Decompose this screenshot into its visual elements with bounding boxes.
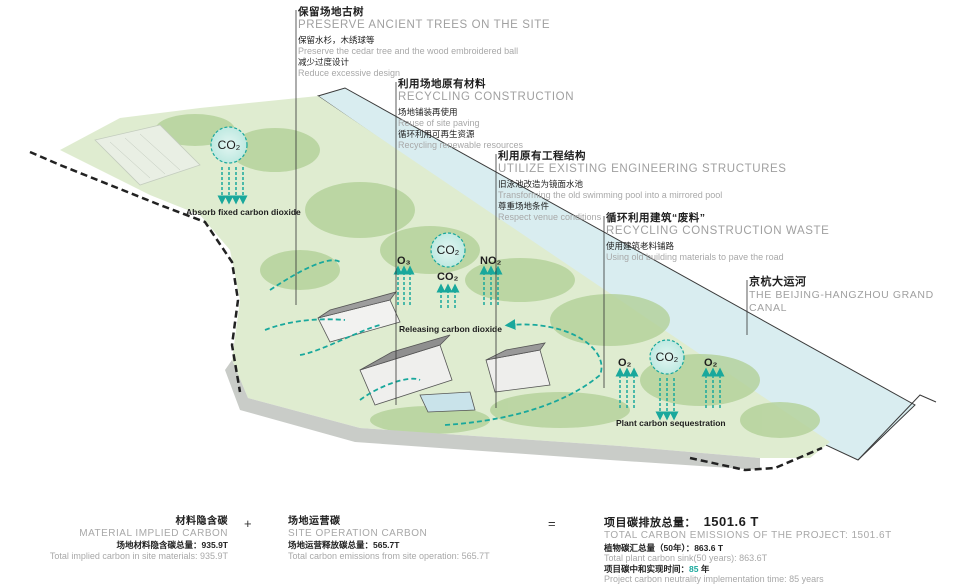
annotation-recycling-construction: 利用场地原有材料 RECYCLING CONSTRUCTION 场地铺装再使用 … xyxy=(398,78,574,150)
gas-o2-right: O₂ xyxy=(704,357,718,369)
summary-detail-en: Total implied carbon in site materials: … xyxy=(49,550,228,561)
summary-total-value: 1501.6 T xyxy=(703,514,759,529)
summary-detail-zh: 场地运营释放碳总量：565.7T xyxy=(288,540,400,551)
summary-neutral-label: 项目碳中和实现时间： xyxy=(604,563,690,574)
gas-co2: CO₂ xyxy=(437,271,459,283)
annotation-item-en: Reduce excessive design xyxy=(298,67,401,78)
annotation-title-en: THE BEIJING-HANGZHOU GRAND CANAL xyxy=(749,289,934,314)
annotation-title-zh: 利用场地原有材料 xyxy=(398,78,486,90)
annotation-title-en: RECYCLING CONSTRUCTION xyxy=(398,90,575,103)
summary-neutral-value: 85 xyxy=(689,563,699,574)
annotation-item-zh: 尊重场地条件 xyxy=(498,201,550,212)
air-flow-path xyxy=(264,259,603,426)
gas-o2-left: O₂ xyxy=(618,357,632,369)
summary-material-carbon: 材料隐含碳 MATERIAL IMPLIED CARBON 场地材料隐含碳总量：… xyxy=(4,516,228,562)
annotation-title-zh: 保留场地古树 xyxy=(298,6,364,18)
annotation-item-zh: 保留水杉，木绣球等 xyxy=(298,35,375,46)
annotation-title-zh: 利用原有工程结构 xyxy=(498,150,586,162)
site-boundary xyxy=(29,150,242,393)
annotation-item-zh: 使用建筑老料铺路 xyxy=(606,241,675,252)
annotation-item-en: Recycling renewable resources xyxy=(398,139,524,150)
annotation-item-en: Reuse of site paving xyxy=(398,117,480,128)
annotation-title-zh: 循环利用建筑“废料” xyxy=(606,212,706,224)
label-release-co2: Releasing carbon dioxide xyxy=(399,324,502,334)
annotation-title-en: PRESERVE ANCIENT TREES ON THE SITE xyxy=(298,18,551,31)
annotation-title-en: RECYCLING CONSTRUCTION WASTE xyxy=(606,224,830,237)
summary-total-label: 项目碳排放总量： xyxy=(604,517,696,529)
annotation-item-en: Using old building materials to pave the… xyxy=(606,251,784,262)
co2-label: CO₂ xyxy=(656,350,679,364)
label-absorb-co2: Absorb fixed carbon dioxide xyxy=(186,207,301,217)
label-plant-sequestration: Plant carbon sequestration xyxy=(616,418,726,428)
summary-total-carbon: 项目碳排放总量： 1501.6 T TOTAL CARBON EMISSIONS… xyxy=(604,514,892,585)
annotation-item-en: Respect venue conditions xyxy=(498,211,602,222)
summary-title-en: TOTAL CARBON EMISSIONS OF THE PROJECT: 1… xyxy=(604,530,892,542)
summary-sink-zh: 植物碳汇总量（50年）：863.6 T xyxy=(604,542,724,553)
summary-sink-en: Total plant carbon sink(50 years): 863.6… xyxy=(604,552,768,563)
summary-operation-carbon: 场地运营碳 SITE OPERATION CARBON 场地运营释放碳总量：56… xyxy=(288,516,490,562)
summary-title-en: SITE OPERATION CARBON xyxy=(288,528,428,540)
summary-neutral-zh: 项目碳中和实现时间：85 年 xyxy=(604,564,892,574)
gas-no2: NO₂ xyxy=(480,255,502,267)
co2-label: CO₂ xyxy=(218,138,241,152)
annotation-title-zh: 京杭大运河 xyxy=(749,276,807,288)
annotation-item-zh: 循环利用可再生资源 xyxy=(398,129,475,140)
annotation-item-zh: 旧泳池改造为镜面水池 xyxy=(498,179,584,190)
co2-bubble-2: CO₂ xyxy=(430,232,466,268)
summary-detail-en: Total carbon emissions from site operati… xyxy=(288,550,490,561)
buildings xyxy=(317,291,551,413)
annotation-construction-waste: 循环利用建筑“废料” RECYCLING CONSTRUCTION WASTE … xyxy=(606,212,829,262)
absorb-arrows xyxy=(217,167,248,205)
co2-bubble-1: CO₂ xyxy=(210,126,248,164)
leader-lines xyxy=(295,10,748,408)
annotation-title-en: UTILIZE EXISTING ENGINEERING STRUCTURES xyxy=(498,162,787,175)
annotation-item-en: Preserve the cedar tree and the wood emb… xyxy=(298,45,519,56)
summary-neutral-en: Project carbon neutrality implementation… xyxy=(604,574,824,585)
sequestration-arrows xyxy=(615,367,725,421)
summary-neutral-unit: 年 xyxy=(700,563,710,574)
gas-o3: O₃ xyxy=(397,255,411,267)
summary-detail-zh: 场地材料隐含碳总量：935.9T xyxy=(116,540,228,551)
annotation-preserve-trees: 保留场地古树 PRESERVE ANCIENT TREES ON THE SIT… xyxy=(298,6,550,78)
retaining-wall xyxy=(225,360,760,470)
co2-bubble-3: CO₂ xyxy=(649,339,685,375)
summary-title-en: MATERIAL IMPLIED CARBON xyxy=(79,528,228,540)
annotation-item-zh: 场地铺装再使用 xyxy=(398,107,458,118)
plus-sign: + xyxy=(244,516,252,531)
annotation-item-en: Transforming the old swimming pool into … xyxy=(498,189,723,200)
equals-sign: = xyxy=(548,516,556,531)
summary-title-zh: 材料隐含碳 xyxy=(175,516,228,527)
co2-label: CO₂ xyxy=(437,243,460,257)
annotation-item-zh: 减少过度设计 xyxy=(298,57,350,68)
annotation-grand-canal: 京杭大运河 THE BEIJING-HANGZHOU GRAND CANAL xyxy=(749,276,960,314)
release-arrows xyxy=(393,265,503,308)
summary-total-title: 项目碳排放总量： 1501.6 T xyxy=(604,514,892,530)
annotation-engineering-structures: 利用原有工程结构 UTILIZE EXISTING ENGINEERING ST… xyxy=(498,150,787,222)
summary-title-zh: 场地运营碳 xyxy=(288,516,341,527)
